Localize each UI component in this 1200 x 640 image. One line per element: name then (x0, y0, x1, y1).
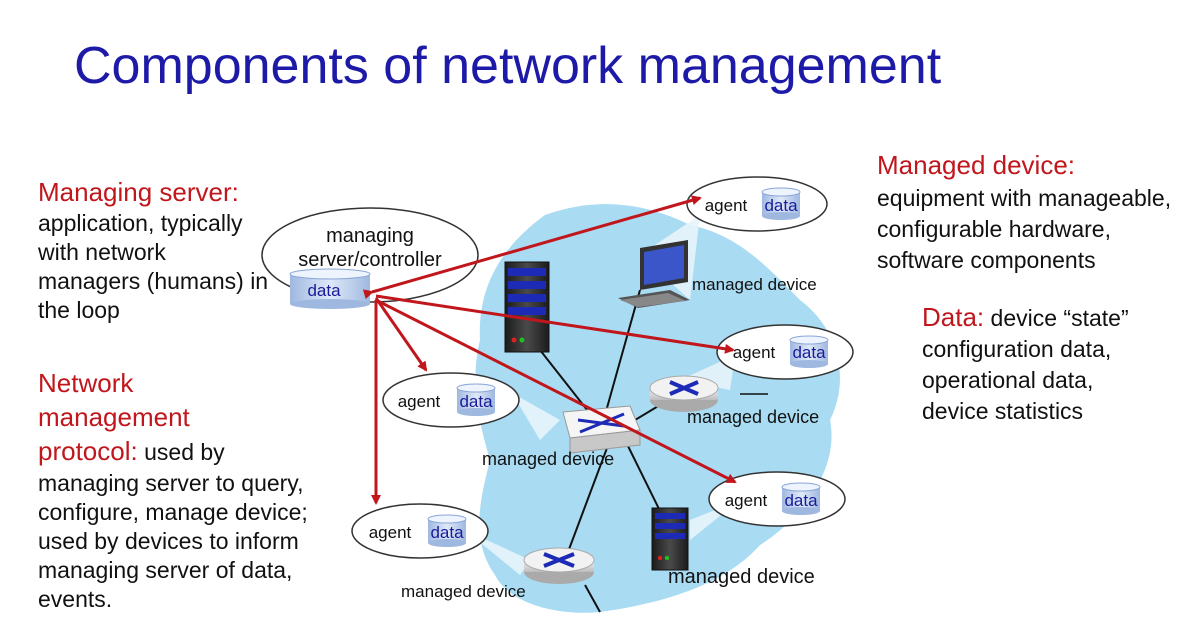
agent-data-label: data (764, 196, 798, 215)
agent-label: agent (398, 392, 441, 411)
data-line: configuration data, (922, 336, 1112, 362)
data-description: Data: device “state” configuration data,… (922, 302, 1129, 427)
protocol-description: Network management protocol: used by man… (38, 366, 308, 614)
protocol-line: events. (38, 586, 113, 612)
managed-device-label: managed device (687, 407, 819, 427)
agent-label: agent (705, 196, 748, 215)
managing-server-line: managers (humans) in (38, 268, 269, 294)
protocol-arrow (362, 195, 702, 300)
controller-label-line-2: server/controller (298, 249, 442, 271)
server-small-icon (651, 507, 689, 571)
protocol-heading-last: protocol: (38, 436, 138, 466)
agent-data-label: data (459, 392, 493, 411)
managed-device-heading: Managed device: (877, 150, 1076, 180)
data-line: operational data, (922, 367, 1094, 393)
controller-label-line-1: managing (326, 225, 414, 247)
agent-callout-bottom-left: agent data (351, 503, 489, 559)
protocol-heading-line: management (38, 402, 190, 432)
controller-data-label: data (307, 281, 341, 300)
agent-callout-lower-right: agent data (708, 471, 846, 527)
agent-callout-middle-right: agent data (716, 324, 854, 380)
protocol-line: managing server to query, (38, 470, 304, 496)
protocol-arrows (362, 195, 737, 505)
database-icon (761, 187, 801, 220)
data-line: device statistics (922, 398, 1084, 424)
managing-server-line: the loop (38, 297, 120, 323)
protocol-heading-tail: used by (137, 439, 225, 465)
agent-data-label: data (430, 523, 464, 542)
protocol-arrow (375, 298, 737, 484)
managing-server-line: application, typically (38, 210, 243, 236)
managed-device-label: managed device (668, 566, 815, 588)
agent-callout-middle-left: agent data (382, 372, 520, 428)
controller-callout: managing server/controller data (261, 207, 479, 309)
agent-label: agent (733, 343, 776, 362)
managed-device-description: Managed device: equipment with manageabl… (877, 150, 1171, 276)
agent-label: agent (369, 523, 412, 542)
managing-server-line: with network (38, 239, 166, 265)
server-tower-icon (504, 261, 550, 353)
protocol-heading-row: protocol: used by (38, 434, 308, 469)
network-switch-icon (562, 405, 641, 454)
protocol-line: configure, manage device; (38, 499, 308, 525)
protocol-arrow (375, 294, 735, 354)
agent-data-label: data (784, 491, 818, 510)
database-icon (427, 514, 467, 547)
protocol-line: managing server of data, (38, 557, 293, 583)
protocol-heading-line: Network (38, 368, 134, 398)
agent-data-label: data (792, 343, 826, 362)
network-links (539, 289, 663, 613)
managed-device-line: software components (877, 247, 1096, 273)
router-icon (649, 375, 719, 412)
database-icon (789, 335, 829, 368)
managed-device-label: managed device (482, 449, 614, 469)
managed-device-line: configurable hardware, (877, 216, 1111, 242)
database-icon (781, 482, 821, 515)
managing-server-description: Managing server: application, typically … (38, 178, 268, 325)
managed-device-label: managed device (692, 275, 817, 294)
router-icon (523, 547, 595, 584)
protocol-arrow (374, 297, 428, 372)
agent-callout-top: agent data (686, 176, 828, 232)
agent-label: agent (725, 491, 768, 510)
data-heading-row: Data: device “state” (922, 302, 1129, 334)
page-title: Components of network management (74, 37, 942, 95)
data-heading-tail: device “state” (984, 305, 1129, 331)
managed-device-label: managed device (401, 582, 526, 601)
managed-device-line: equipment with manageable, (877, 185, 1172, 211)
protocol-line: used by devices to inform (38, 528, 299, 554)
database-icon (456, 383, 496, 416)
data-heading: Data: (922, 302, 985, 332)
managing-server-heading: Managing server: (38, 177, 239, 207)
